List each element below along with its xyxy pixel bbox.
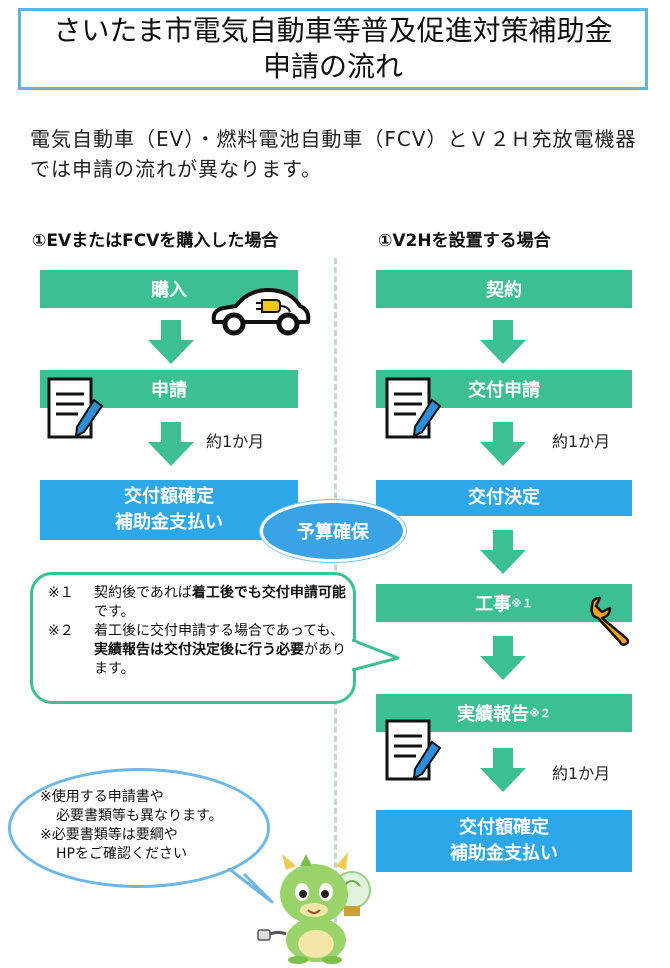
car-icon [211, 288, 311, 336]
right-step-contract: 契約 [376, 270, 632, 308]
right-step-report-label: 実績報告 [457, 704, 530, 725]
right-duration-label-1: 約1か月 [552, 432, 611, 451]
speech-line-2: 必要書類等も異なります。 [56, 808, 223, 824]
speech-text: ※使用する申請書や 必要書類等も異なります。 ※必要書類等は要綱や HPをご確認… [40, 788, 270, 864]
speech-bubble-tail [227, 868, 274, 904]
note-2-text-a: 着工後に交付申請する場合であっても、 [94, 623, 345, 639]
footnote-ref-1: ※１ [511, 597, 533, 610]
note-1-text-a: 契約後であれば [94, 585, 192, 601]
arrow-down-icon [148, 422, 194, 466]
left-final-box: 交付額確定 補助金支払い [40, 480, 298, 540]
arrow-down-icon [480, 422, 526, 466]
notes-bubble [30, 572, 356, 704]
arrow-down-icon [480, 636, 526, 680]
note-1-mark: ※１ [48, 585, 74, 601]
right-step-grant-decision-label: 交付決定 [468, 487, 540, 508]
note-1-text-c: です。 [94, 604, 135, 620]
document-icon [47, 377, 104, 439]
right-final-line1: 交付額確定 [459, 817, 549, 838]
document-icon [385, 719, 442, 781]
wrench-icon [590, 596, 630, 646]
right-step-grant-decision: 交付決定 [376, 480, 632, 516]
right-step-construction-label: 工事 [475, 594, 512, 615]
left-heading: ①EVまたはFCVを購入した場合 [32, 231, 279, 251]
left-duration-label: 約1か月 [206, 432, 265, 451]
speech-line-4: HPをご確認ください [56, 846, 187, 862]
arrow-down-icon [480, 748, 526, 792]
speech-bubble [8, 768, 270, 888]
speech-line-1: ※使用する申請書や [40, 789, 164, 805]
note-2-mark: ※２ [48, 623, 74, 639]
budget-ellipse: 予算確保 [260, 500, 406, 562]
left-final-line2: 補助金支払い [115, 512, 223, 533]
note-2-text-bold: 実績報告は交付決定後に行う必要 [94, 642, 304, 658]
right-final-box: 交付額確定 補助金支払い [376, 810, 632, 872]
arrow-down-icon [148, 320, 194, 364]
right-heading: ①V2Hを設置する場合 [378, 231, 551, 251]
notes-text: ※１ 契約後であれば着工後でも交付申請可能です。 ※２ 着工後に交付申請する場合… [48, 584, 358, 679]
footnote-ref-2: ※２ [529, 707, 551, 720]
document-icon [385, 377, 442, 439]
mascot-dragon-icon [257, 852, 371, 964]
title-box: さいたま市電気自動車等普及促進対策補助金 申請の流れ [18, 8, 648, 90]
intro-text: 電気自動車（EV）・燃料電池自動車（FCV）とＶ２Ｈ充放電機器では申請の流れが異… [30, 127, 637, 181]
left-final-line1: 交付額確定 [124, 486, 214, 507]
right-final-line2: 補助金支払い [450, 843, 558, 864]
arrow-down-icon [480, 320, 526, 364]
page-title: さいたま市電気自動車等普及促進対策補助金 [53, 14, 613, 47]
note-2-text-c: があります。 [94, 642, 346, 677]
right-step-construction: 工事※１ [376, 584, 632, 622]
arrow-down-icon [480, 530, 526, 574]
note-1-text-bold: 着工後でも交付申請可能 [191, 585, 346, 601]
speech-line-3: ※必要書類等は要綱や [40, 827, 178, 843]
bubble-tail [352, 638, 400, 672]
page-subtitle: 申請の流れ [262, 50, 403, 83]
right-duration-label-2: 約1か月 [552, 764, 611, 783]
